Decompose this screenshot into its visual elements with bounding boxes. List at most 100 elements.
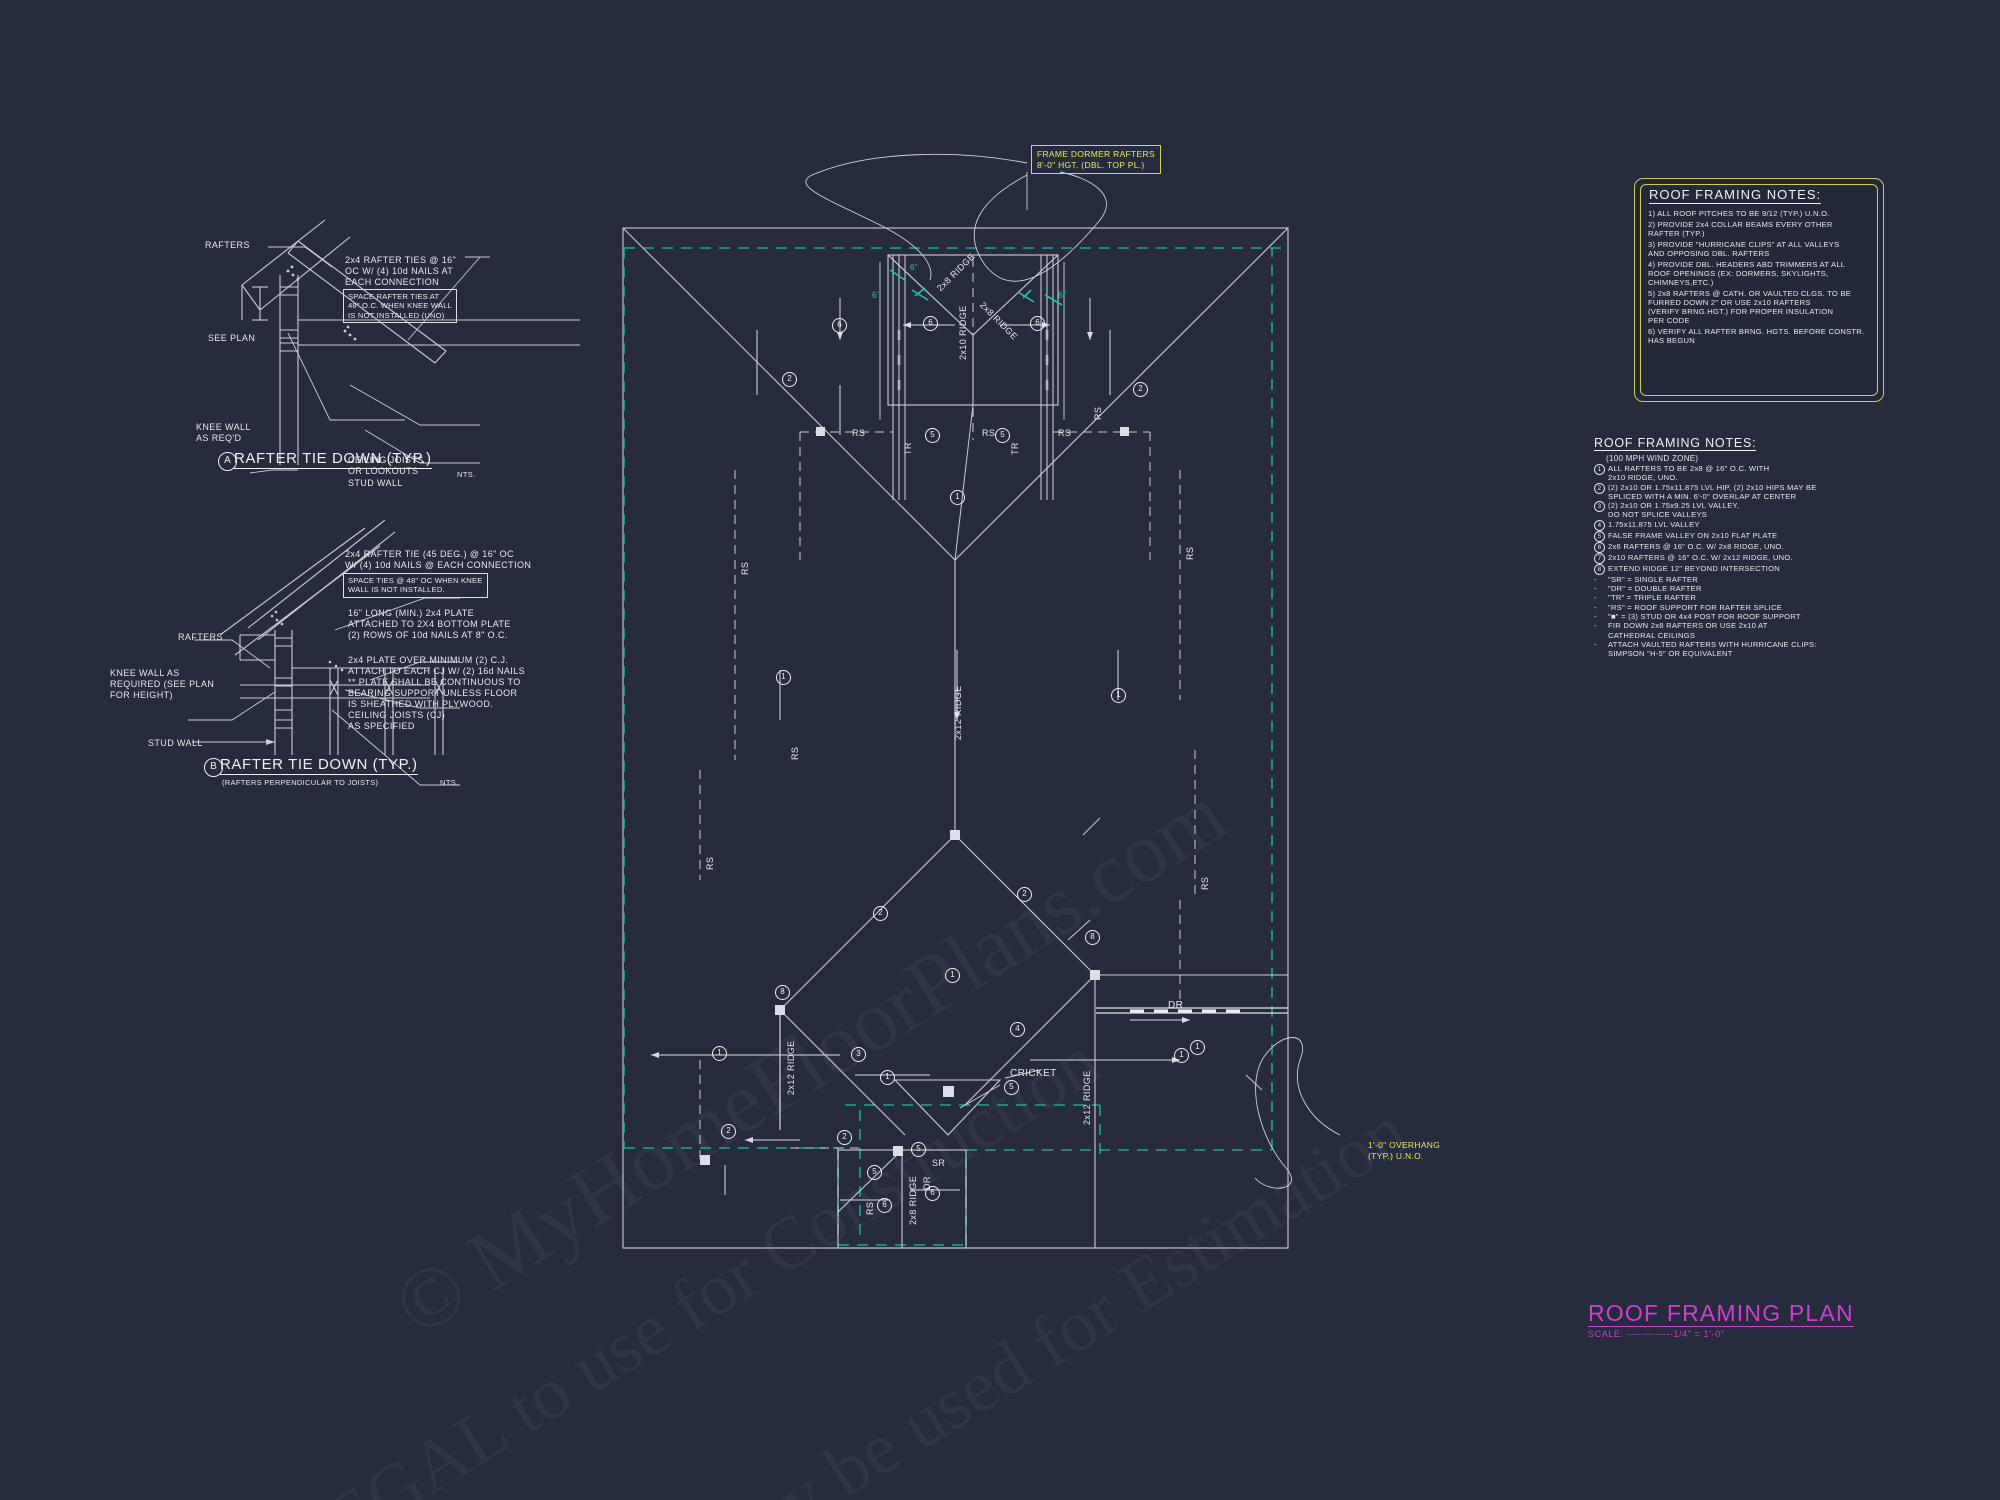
plan-label-ridge-2x8-lower: 2x8 RIDGE: [908, 1175, 918, 1225]
detail-b-title: RAFTER TIE DOWN (TYP.): [220, 756, 418, 775]
keynote-text: ALL RAFTERS TO BE 2x8 @ 16" O.C. WITH 2x…: [1608, 464, 1770, 483]
detail-a-drawing: [241, 219, 580, 474]
keynote-circle: 2: [1594, 482, 1608, 502]
plan-keynote-2d: 2: [873, 906, 888, 921]
detail-b-nts: NTS.: [440, 778, 459, 787]
notes-list-subheading: (100 MPH WIND ZONE): [1606, 454, 1699, 463]
bullet-text: "■" = (3) STUD OR 4x4 POST FOR ROOF SUPP…: [1608, 611, 1801, 621]
plan-label-rs-3: RS: [740, 561, 750, 575]
notes-box-list: 1) ALL ROOF PITCHES TO BE 9/12 (TYP.) U.…: [1648, 209, 1877, 347]
plan-keynote-6a: 6: [832, 318, 847, 333]
bullet-dash: -: [1594, 639, 1597, 649]
plan-keynote-1a: 1: [950, 490, 965, 505]
plan-keynote-1e: 1: [712, 1046, 727, 1061]
bullet-text: "SR" = SINGLE RAFTER: [1608, 574, 1698, 584]
detail-b-label-plate-note: 16" LONG (MIN.) 2x4 PLATE ATTACHED TO 2X…: [348, 608, 511, 640]
bullet-text: "TR" = TRIPLE RAFTER: [1608, 593, 1697, 603]
keynote-circle: 8: [1594, 563, 1608, 575]
bullet-text: "RS" = ROOF SUPPORT FOR RAFTER SPLICE: [1608, 602, 1783, 612]
plan-keynote-8b: 8: [775, 985, 790, 1000]
detail-b-drawing: [188, 520, 460, 786]
notes-box-inner-border: [1640, 184, 1878, 396]
scale-label: SCALE: -------------1/4" = 1'-0": [1588, 1329, 1725, 1339]
plan-label-rs-5: RS: [1185, 546, 1195, 560]
keynote-text: FALSE FRAME VALLEY ON 2x10 FLAT PLATE: [1608, 530, 1778, 540]
detail-a-label-stud-wall: STUD WALL: [348, 478, 403, 488]
notes-list-bullet-row: - ATTACH VAULTED RAFTERS WITH HURRICANE C…: [1594, 640, 1914, 659]
notes-list-bullet-row: -"RS" = ROOF SUPPORT FOR RAFTER SPLICE: [1594, 603, 1914, 612]
plan-label-rs-7: RS: [705, 856, 715, 870]
sheet-title-block: ROOF FRAMING PLAN SCALE: -------------1/…: [1588, 1300, 1854, 1339]
plan-keynote-5a: 5: [925, 428, 940, 443]
plan-label-tr-left: TR: [903, 442, 913, 455]
plan-keynote-2e: 2: [721, 1124, 736, 1139]
notes-box-heading: ROOF FRAMING NOTES:: [1649, 187, 1822, 204]
plan-label-rs-1: RS: [852, 428, 866, 438]
detail-b-label-cj-plate-note: 2x4 PLATE OVER MINIMUM (2) C.J. ATTACH T…: [348, 655, 525, 709]
plan-keynote-1d: 1: [945, 968, 960, 983]
detail-b-label-knee-wall: KNEE WALL AS REQUIRED (SEE PLAN FOR HEIG…: [110, 668, 215, 700]
notes-box-item: 4) PROVIDE DBL. HEADERS ABD TRIMMERS AT …: [1648, 259, 1846, 287]
notes-list-bullet-row: -FIR DOWN 2x8 RAFTERS OR USE 2x10 AT CAT…: [1594, 621, 1914, 640]
roof-framing-notes-list: ROOF FRAMING NOTES: (100 MPH WIND ZONE) …: [1594, 434, 1914, 658]
keynote-text: 1.75x11.875 LVL VALLEY: [1608, 519, 1700, 529]
notes-list-heading: ROOF FRAMING NOTES:: [1594, 436, 1757, 451]
detail-a-label-rafters: RAFTERS: [205, 240, 250, 250]
plan-label-tr-right: TR: [1010, 442, 1020, 455]
keynote-text: 2x10 RAFTERS @ 16" O.C. W/ 2x12 RIDGE, U…: [1608, 552, 1793, 562]
detail-b-label-tie-note: 2x4 RAFTER TIE (45 DEG.) @ 16" OC W/ (4)…: [345, 549, 532, 570]
plan-keynote-1g: 1: [880, 1070, 895, 1085]
plan-keynote-4: 4: [1010, 1022, 1025, 1037]
detail-a-label-tie-note: 2x4 RAFTER TIES @ 16" OC W/ (4) 10d NAIL…: [345, 255, 457, 287]
bullet-dash: -: [1594, 611, 1597, 621]
plan-label-cricket: CRICKET: [1010, 1068, 1057, 1079]
plan-label-sr: SR: [932, 1158, 946, 1168]
detail-a-title: RAFTER TIE DOWN (TYP.): [234, 450, 432, 469]
detail-b-label-rafters: RAFTERS: [178, 632, 223, 642]
plan-label-ridge-2x10-dormer: 2x10 RIDGE: [958, 305, 968, 360]
detail-a-tag: A: [218, 452, 237, 471]
plan-keynote-1b: 1: [776, 670, 791, 685]
callout-frame-dormer-rafters: FRAME DORMER RAFTERS 8'-0" HGT. (DBL. TO…: [1031, 145, 1161, 174]
plan-keynote-1f: 1: [1174, 1048, 1189, 1063]
plan-keynote-6e: 6: [877, 1198, 892, 1213]
plan-keynote-1h: 1: [1190, 1040, 1205, 1055]
plan-label-ridge-2x12-right: 2x12 RIDGE: [1082, 1070, 1092, 1125]
plan-keynote-5e: 5: [867, 1165, 882, 1180]
notes-list-row: 3(2) 2x10 OR 1.75x9.25 LVL VALLEY, DO NO…: [1594, 501, 1914, 520]
page-title: ROOF FRAMING PLAN: [1588, 1300, 1854, 1327]
keynote-circle: 3: [1594, 501, 1608, 520]
plan-keynote-2a: 2: [782, 372, 797, 387]
detail-b-label-cj-note: CEILING JOISTS (CJ) AS SPECIFIED: [348, 710, 446, 731]
bullet-dash: -: [1594, 584, 1597, 594]
plan-keynote-6b: 6: [923, 316, 938, 331]
plan-keynote-1c: 1: [1111, 688, 1126, 703]
plan-keynote-8a: 8: [1085, 930, 1100, 945]
notes-list-bullet-row: - "DR" = DOUBLE RAFTER: [1594, 584, 1914, 593]
notes-box-item: 6) VERIFY ALL RAFTER BRNG. HGTS. BEFORE …: [1648, 326, 1865, 346]
bullet-text: ATTACH VAULTED RAFTERS WITH HURRICANE CL…: [1608, 639, 1817, 659]
plan-label-rs-10: RS: [982, 428, 996, 438]
notes-box-item: 1) ALL ROOF PITCHES TO BE 9/12 (TYP.) U.…: [1648, 209, 1830, 218]
plan-label-dr-right: DR: [1168, 1000, 1184, 1011]
plan-keynote-6d: 6: [925, 1186, 940, 1201]
plan-keynote-3: 3: [851, 1047, 866, 1062]
detail-b-label-stud-wall: STUD WALL: [148, 738, 203, 748]
roof-framing-notes-box: ROOF FRAMING NOTES: 1) ALL ROOF PITCHES …: [1634, 178, 1884, 402]
bullet-text: "DR" = DOUBLE RAFTER: [1608, 584, 1702, 594]
keynote-text: EXTEND RIDGE 12" BEYOND INTERSECTION: [1608, 563, 1781, 573]
keynote-circle: 1: [1594, 464, 1608, 483]
plan-label-rs-9: RS: [865, 1201, 875, 1215]
keynote-circle: 7: [1594, 552, 1608, 564]
detail-a-label-see-plan: SEE PLAN: [208, 333, 256, 343]
keynote-text: (2) 2x10 OR 1.75x11.875 LVL HIP, (2) 2x1…: [1608, 482, 1817, 501]
bullet-dash: -: [1594, 621, 1597, 631]
